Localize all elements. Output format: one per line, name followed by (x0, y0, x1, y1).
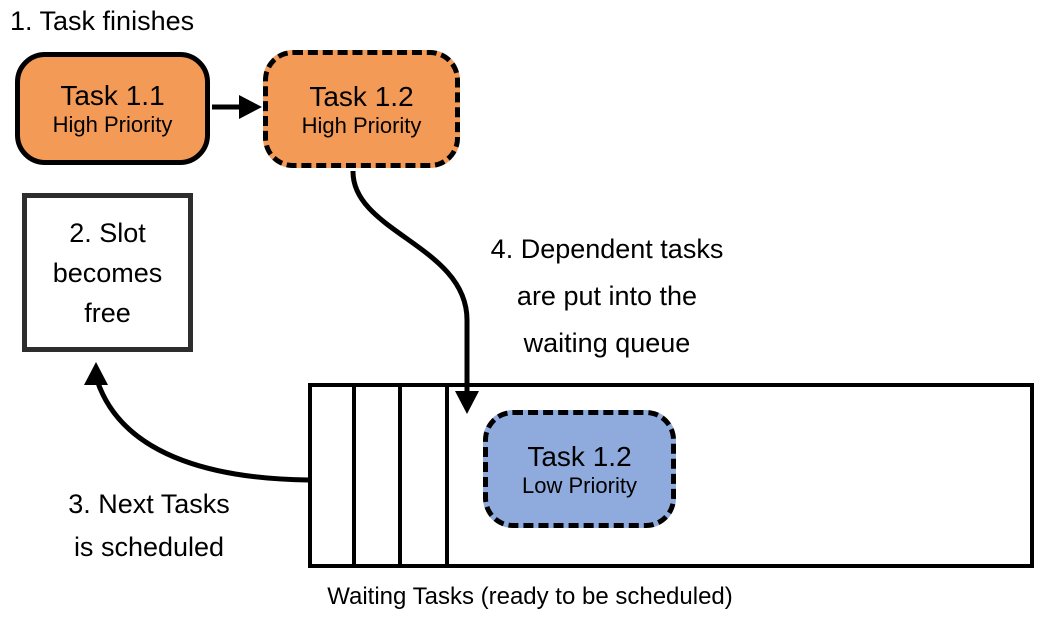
slot-box-line1: 2. Slot (69, 217, 146, 248)
label-step4-line2: are put into the (516, 281, 698, 311)
node-task-1-1-title: Task 1.1 (60, 80, 165, 111)
queue-slot-divider-3 (445, 387, 449, 564)
node-task-1-2-low: Task 1.2 Low Priority (483, 410, 676, 528)
arrow-queue-to-slot (84, 362, 309, 483)
arrow-task11-to-task12-head-icon (239, 95, 262, 119)
slot-box-line3: free (84, 297, 131, 328)
node-task-1-1: Task 1.1 High Priority (15, 52, 210, 165)
label-step3-line2: is scheduled (73, 532, 225, 562)
label-step4-line1: 4. Dependent tasks (490, 234, 724, 264)
arrow-task11-to-task12 (212, 95, 262, 119)
slot-becomes-free-box: 2. Slot becomes free (22, 193, 193, 352)
label-step4-line3: waiting queue (523, 328, 691, 358)
arrow-queue-to-slot-shaft (94, 379, 309, 483)
node-task-1-1-priority: High Priority (52, 112, 173, 138)
node-task-1-2-high-title: Task 1.2 (309, 80, 414, 112)
queue-slot-divider-2 (398, 387, 402, 564)
label-step3-next-task: 3. Next Tasks is scheduled (30, 483, 268, 569)
label-step3-line1: 3. Next Tasks (68, 489, 230, 519)
arrow-task12-to-queue-shaft (350, 170, 470, 397)
arrow-queue-to-slot-head-icon (84, 362, 108, 385)
label-step4-dependent-tasks: 4. Dependent tasks are put into the wait… (457, 226, 757, 367)
label-step1-task-finishes: 1. Task finishes (10, 6, 195, 36)
waiting-queue-box (308, 383, 1034, 568)
node-task-1-2-high: Task 1.2 High Priority (263, 50, 460, 168)
node-task-1-2-high-priority: High Priority (301, 112, 422, 138)
queue-slot-divider-1 (352, 387, 356, 564)
label-waiting-tasks-caption: Waiting Tasks (ready to be scheduled) (327, 583, 733, 610)
node-task-1-2-low-title: Task 1.2 (527, 440, 632, 472)
node-task-1-2-low-priority: Low Priority (522, 472, 637, 498)
slot-box-line2: becomes (52, 257, 163, 288)
